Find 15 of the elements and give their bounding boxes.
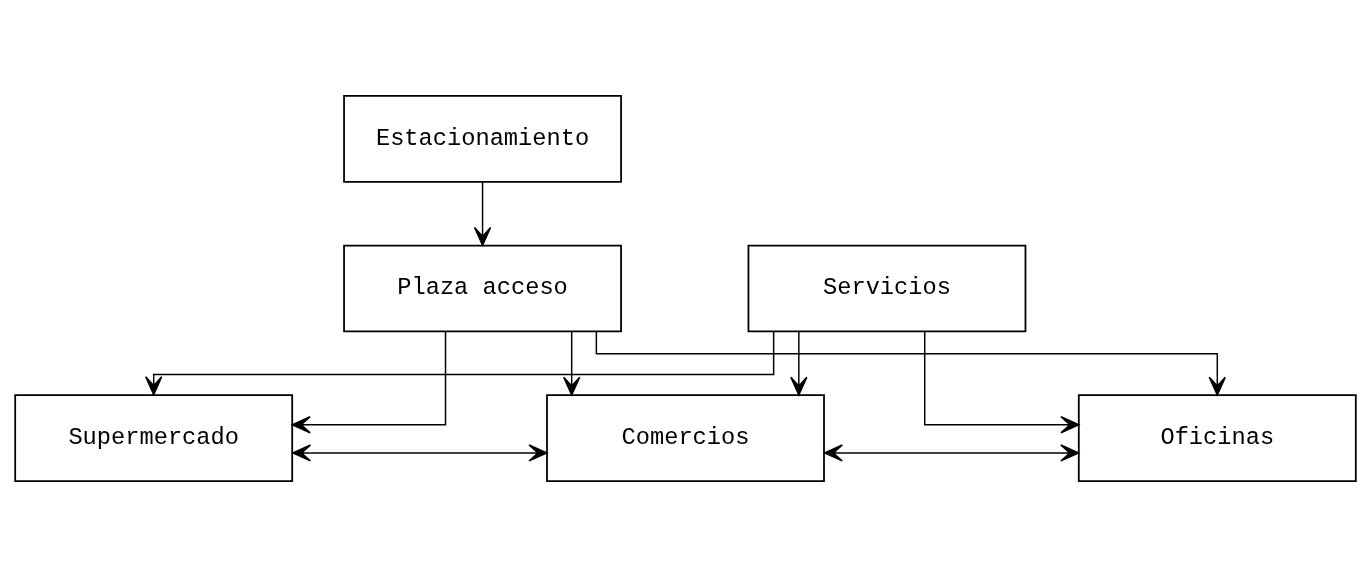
arrow	[292, 444, 548, 462]
arrow	[924, 330, 1080, 434]
node-box: Estacionamiento	[343, 95, 622, 183]
node-box: Servicios	[747, 244, 1027, 333]
arrow	[823, 444, 1080, 462]
node-box: Supermercado	[14, 394, 294, 482]
arrow	[790, 331, 808, 396]
arrow	[595, 330, 1227, 396]
arrow	[291, 330, 447, 434]
arrow	[144, 330, 775, 396]
node-box: Comercios	[546, 394, 825, 482]
node-box: Oficinas	[1077, 394, 1357, 482]
arrow	[562, 331, 581, 396]
arrow	[473, 181, 492, 247]
node-box: Plaza acceso	[343, 244, 622, 333]
